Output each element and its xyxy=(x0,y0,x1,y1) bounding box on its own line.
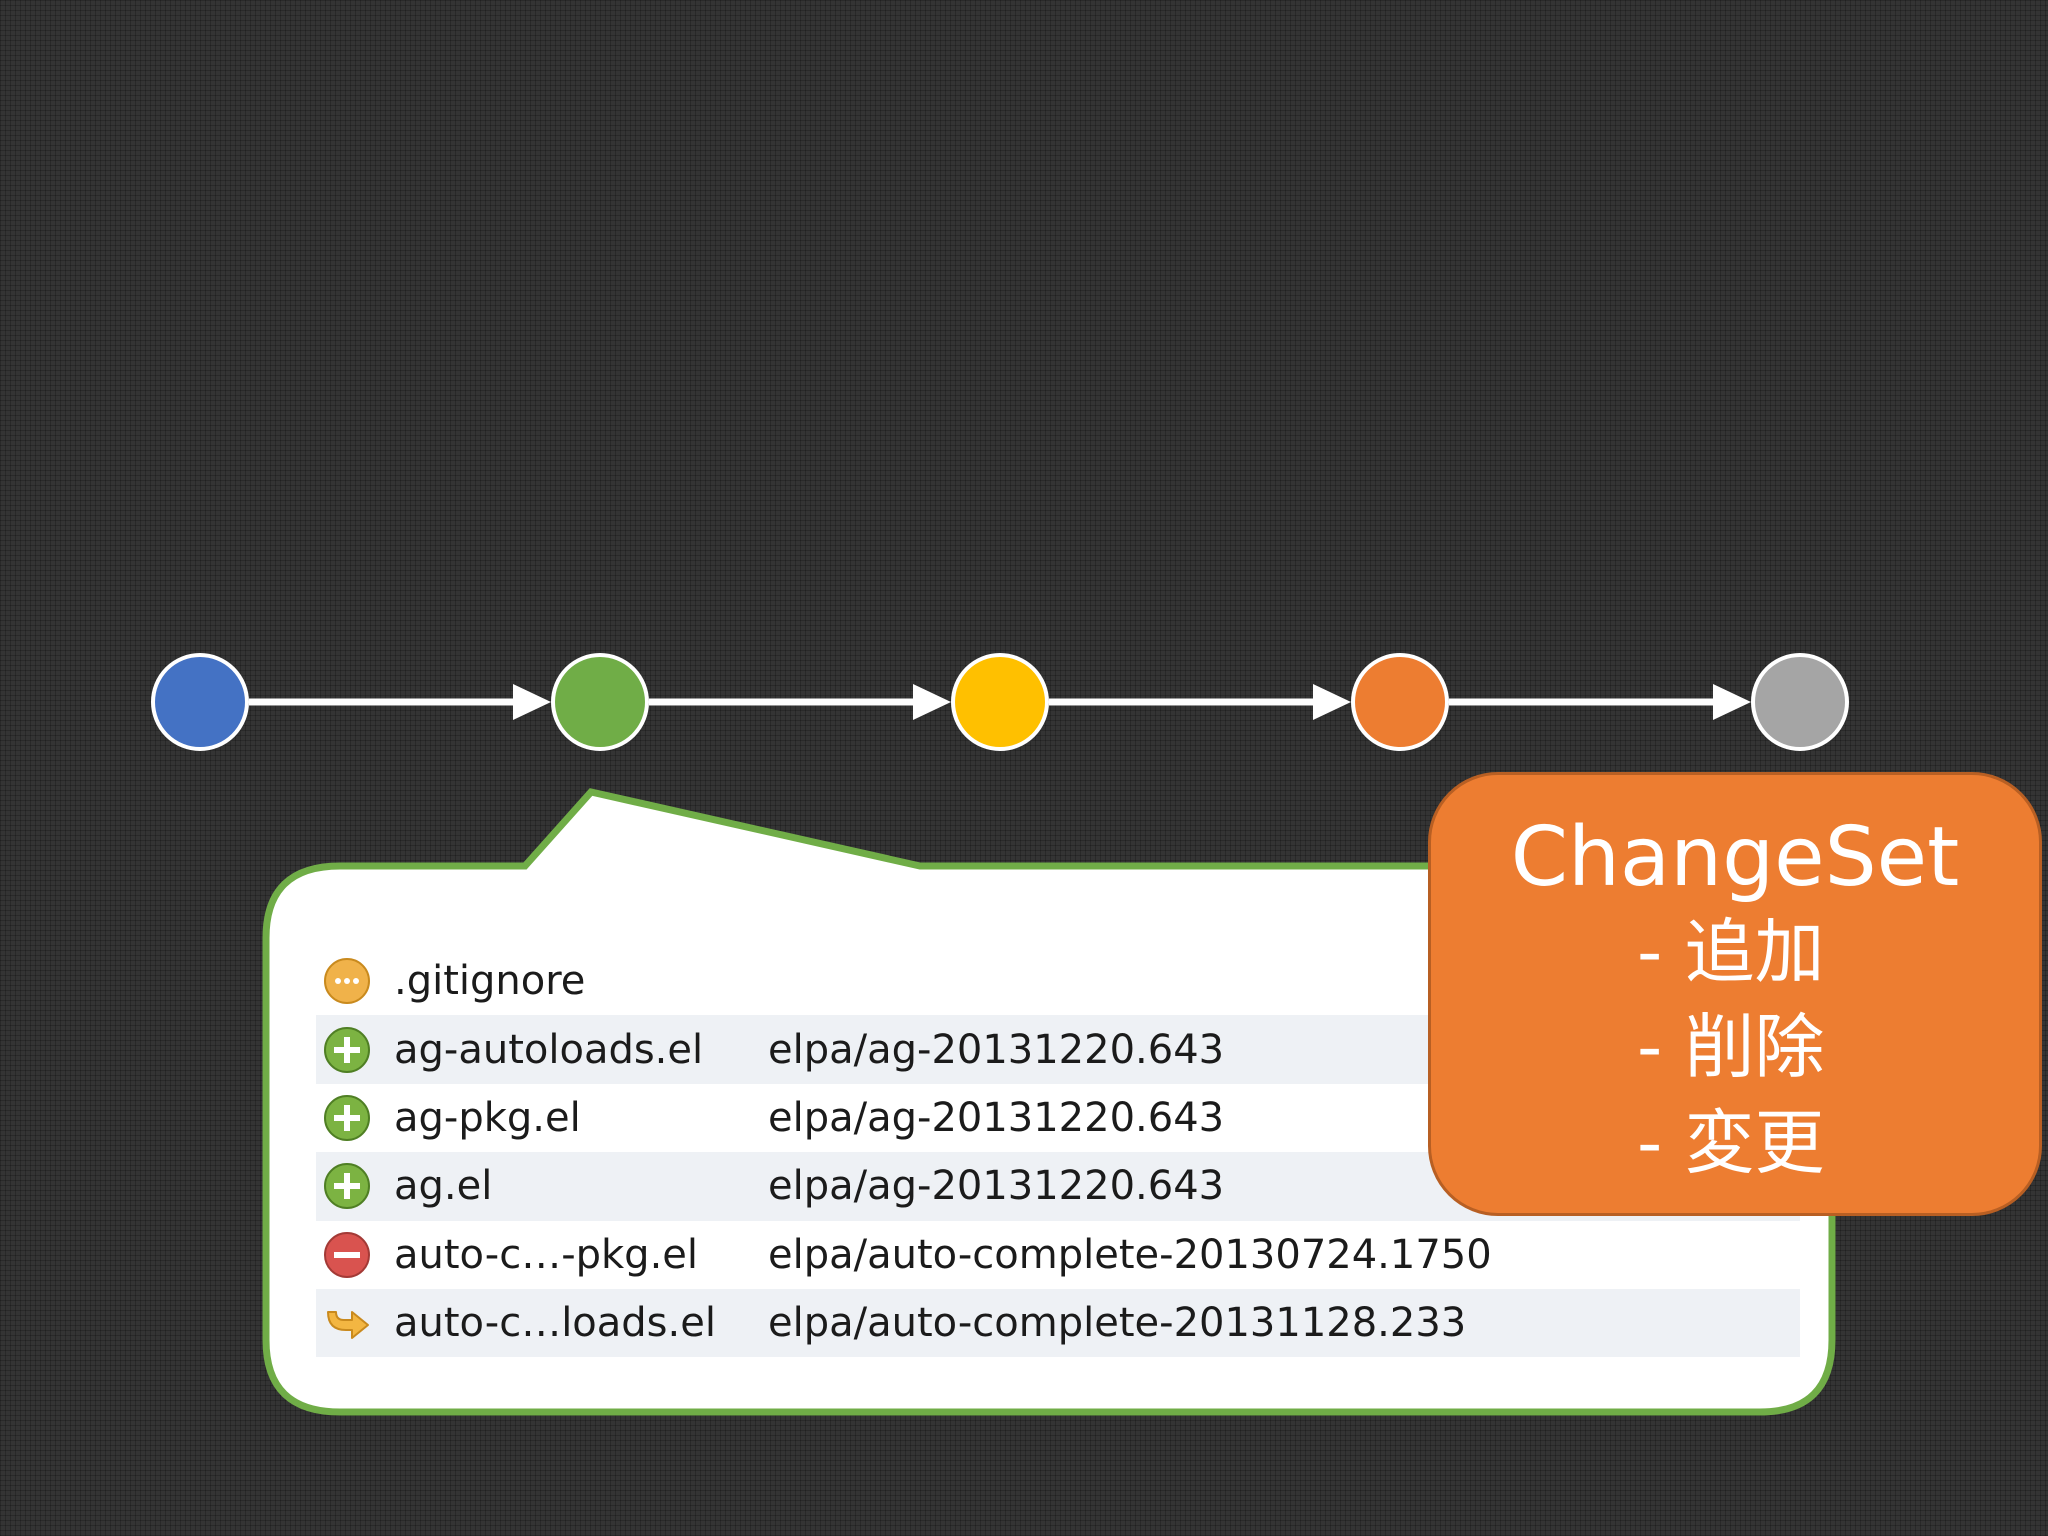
file-row[interactable]: ag-pkg.el elpa/ag-20131220.643 xyxy=(316,1084,1800,1152)
changeset-box: ChangeSet - 追加 - 削除 - 変更 xyxy=(1428,772,2042,1216)
added-icon xyxy=(322,1161,372,1211)
file-path: elpa/ag-20131220.643 xyxy=(768,1163,1225,1210)
arrowhead xyxy=(1713,684,1751,720)
changeset-item-modify: - 変更 xyxy=(1637,1101,1825,1184)
file-name: ag.el xyxy=(394,1163,493,1210)
file-row[interactable]: auto-c…-pkg.el elpa/auto-complete-201307… xyxy=(316,1221,1800,1289)
arrowhead xyxy=(513,684,551,720)
arrowhead xyxy=(1313,684,1351,720)
file-path: elpa/auto-complete-20130724.1750 xyxy=(768,1231,1492,1278)
added-icon xyxy=(322,1093,372,1143)
changeset-item-add: - 追加 xyxy=(1637,911,1825,994)
node-blue xyxy=(151,653,249,751)
file-row[interactable]: auto-c…loads.el elpa/auto-complete-20131… xyxy=(316,1288,1800,1358)
node-green xyxy=(551,653,649,751)
arrowhead xyxy=(913,684,951,720)
changeset-title: ChangeSet xyxy=(1510,810,1960,905)
added-icon xyxy=(322,1025,372,1075)
file-name: auto-c…-pkg.el xyxy=(394,1231,699,1278)
file-name: ag-autoloads.el xyxy=(394,1026,704,1073)
file-row[interactable]: .gitignore xyxy=(316,947,1800,1015)
file-name: ag-pkg.el xyxy=(394,1094,581,1141)
removed-icon xyxy=(322,1230,372,1280)
node-yellow xyxy=(951,653,1049,751)
file-name: auto-c…loads.el xyxy=(394,1300,716,1347)
changeset-item-delete: - 削除 xyxy=(1637,1006,1825,1089)
node-orange xyxy=(1351,653,1449,751)
file-path: elpa/ag-20131220.643 xyxy=(768,1094,1225,1141)
file-name: .gitignore xyxy=(394,958,586,1005)
file-path: elpa/auto-complete-20131128.233 xyxy=(768,1300,1467,1347)
ignored-icon xyxy=(322,956,372,1006)
file-path: elpa/ag-20131220.643 xyxy=(768,1026,1225,1073)
moved-icon xyxy=(322,1298,372,1348)
node-gray xyxy=(1751,653,1849,751)
